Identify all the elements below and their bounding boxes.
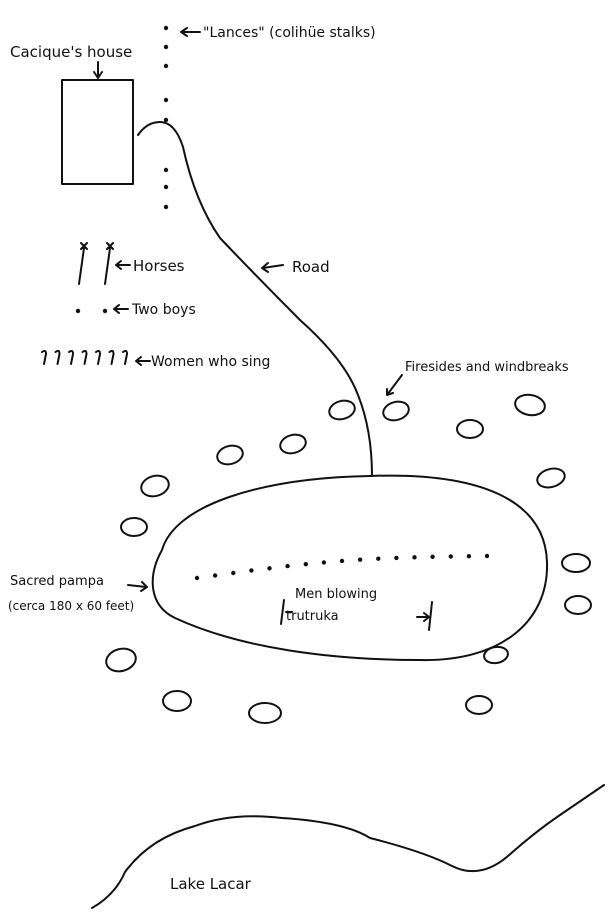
trutruka-left	[280, 599, 285, 625]
trutruka-right	[428, 601, 433, 631]
two-boys-arrow	[113, 304, 129, 314]
horse-mark	[104, 242, 114, 285]
fireside-mark	[120, 517, 148, 537]
woman-mark	[95, 349, 101, 365]
man-dot	[285, 563, 290, 569]
lances-label: "Lances" (colihüe stalks)	[203, 25, 376, 41]
man-dot	[466, 554, 472, 559]
sacred-pampa-label: Sacred pampa	[10, 574, 104, 589]
fireside-mark	[536, 467, 566, 489]
men-label: Men blowing	[295, 587, 377, 602]
road-label: Road	[292, 258, 330, 276]
two-boys-label: Two boys	[131, 302, 196, 318]
fireside-mark	[248, 702, 282, 724]
fireside-mark	[483, 645, 509, 665]
man-dot	[212, 573, 218, 578]
firesides-label: Firesides and windbreaks	[405, 360, 569, 375]
women-group	[41, 349, 128, 365]
fireside-mark	[279, 433, 307, 455]
cacique-house	[61, 79, 134, 185]
lake-label: Lake Lacar	[170, 875, 252, 893]
fireside-mark	[162, 690, 192, 712]
man-dot	[321, 560, 327, 565]
sacred-pampa-arrow	[127, 581, 148, 592]
lance-dot	[163, 117, 169, 123]
boy-dot	[75, 308, 81, 314]
fireside-mark	[140, 474, 170, 498]
trutruka-label: trutruka	[286, 609, 339, 624]
firesides-arrow	[386, 374, 403, 396]
fireside-mark	[514, 393, 546, 417]
sacred-pampa	[151, 474, 549, 662]
fireside-mark	[456, 419, 484, 439]
women-label: Women who sing	[151, 354, 270, 370]
man-dot	[231, 570, 236, 576]
road-arrow	[261, 262, 284, 273]
fireside-mark	[465, 695, 493, 715]
man-dot	[249, 568, 254, 573]
women-arrow	[135, 356, 151, 366]
fireside-mark	[561, 553, 591, 573]
man-dot	[376, 556, 381, 561]
lance-dot	[163, 167, 169, 173]
woman-mark	[81, 349, 88, 365]
trutruka-right-arrow	[416, 612, 430, 622]
man-dot	[412, 555, 417, 560]
lance-dot	[163, 204, 169, 210]
man-dot	[430, 554, 435, 559]
woman-mark	[41, 349, 47, 365]
firesides-group	[105, 393, 592, 724]
horses-arrow	[115, 260, 131, 270]
fireside-mark	[328, 399, 356, 421]
fireside-mark	[382, 400, 410, 422]
horses-label: Horses	[133, 257, 185, 275]
man-dot	[484, 553, 490, 559]
fireside-mark	[105, 647, 137, 673]
man-dot	[357, 557, 363, 562]
man-dot	[303, 562, 308, 567]
horse-mark	[78, 242, 88, 285]
lance-dots-column	[163, 25, 169, 210]
lances-arrow	[180, 27, 201, 37]
lake-shoreline	[91, 784, 605, 909]
fireside-mark	[564, 595, 592, 615]
men-dots-row	[194, 553, 490, 581]
boy-dot	[102, 308, 108, 314]
sacred-pampa-size-label: (cerca 180 x 60 feet)	[8, 599, 134, 613]
woman-mark	[54, 349, 61, 365]
cacique-house-label: Cacique's house	[10, 43, 132, 61]
lance-dot	[163, 63, 169, 69]
lance-dot	[163, 184, 169, 190]
woman-mark	[122, 349, 128, 365]
lance-dot	[163, 97, 169, 103]
road-path	[137, 121, 373, 477]
fireside-mark	[216, 444, 244, 466]
woman-mark	[68, 349, 74, 365]
woman-mark	[108, 349, 115, 365]
man-dot	[448, 554, 453, 559]
man-dot	[267, 566, 272, 571]
boys-group	[75, 308, 108, 314]
man-dot	[339, 558, 345, 564]
lance-dot	[163, 44, 169, 50]
man-dot	[194, 575, 200, 581]
man-dot	[394, 555, 399, 561]
lance-dot	[163, 25, 169, 31]
horses-group	[78, 242, 114, 285]
cacique-house-arrow	[93, 61, 103, 79]
